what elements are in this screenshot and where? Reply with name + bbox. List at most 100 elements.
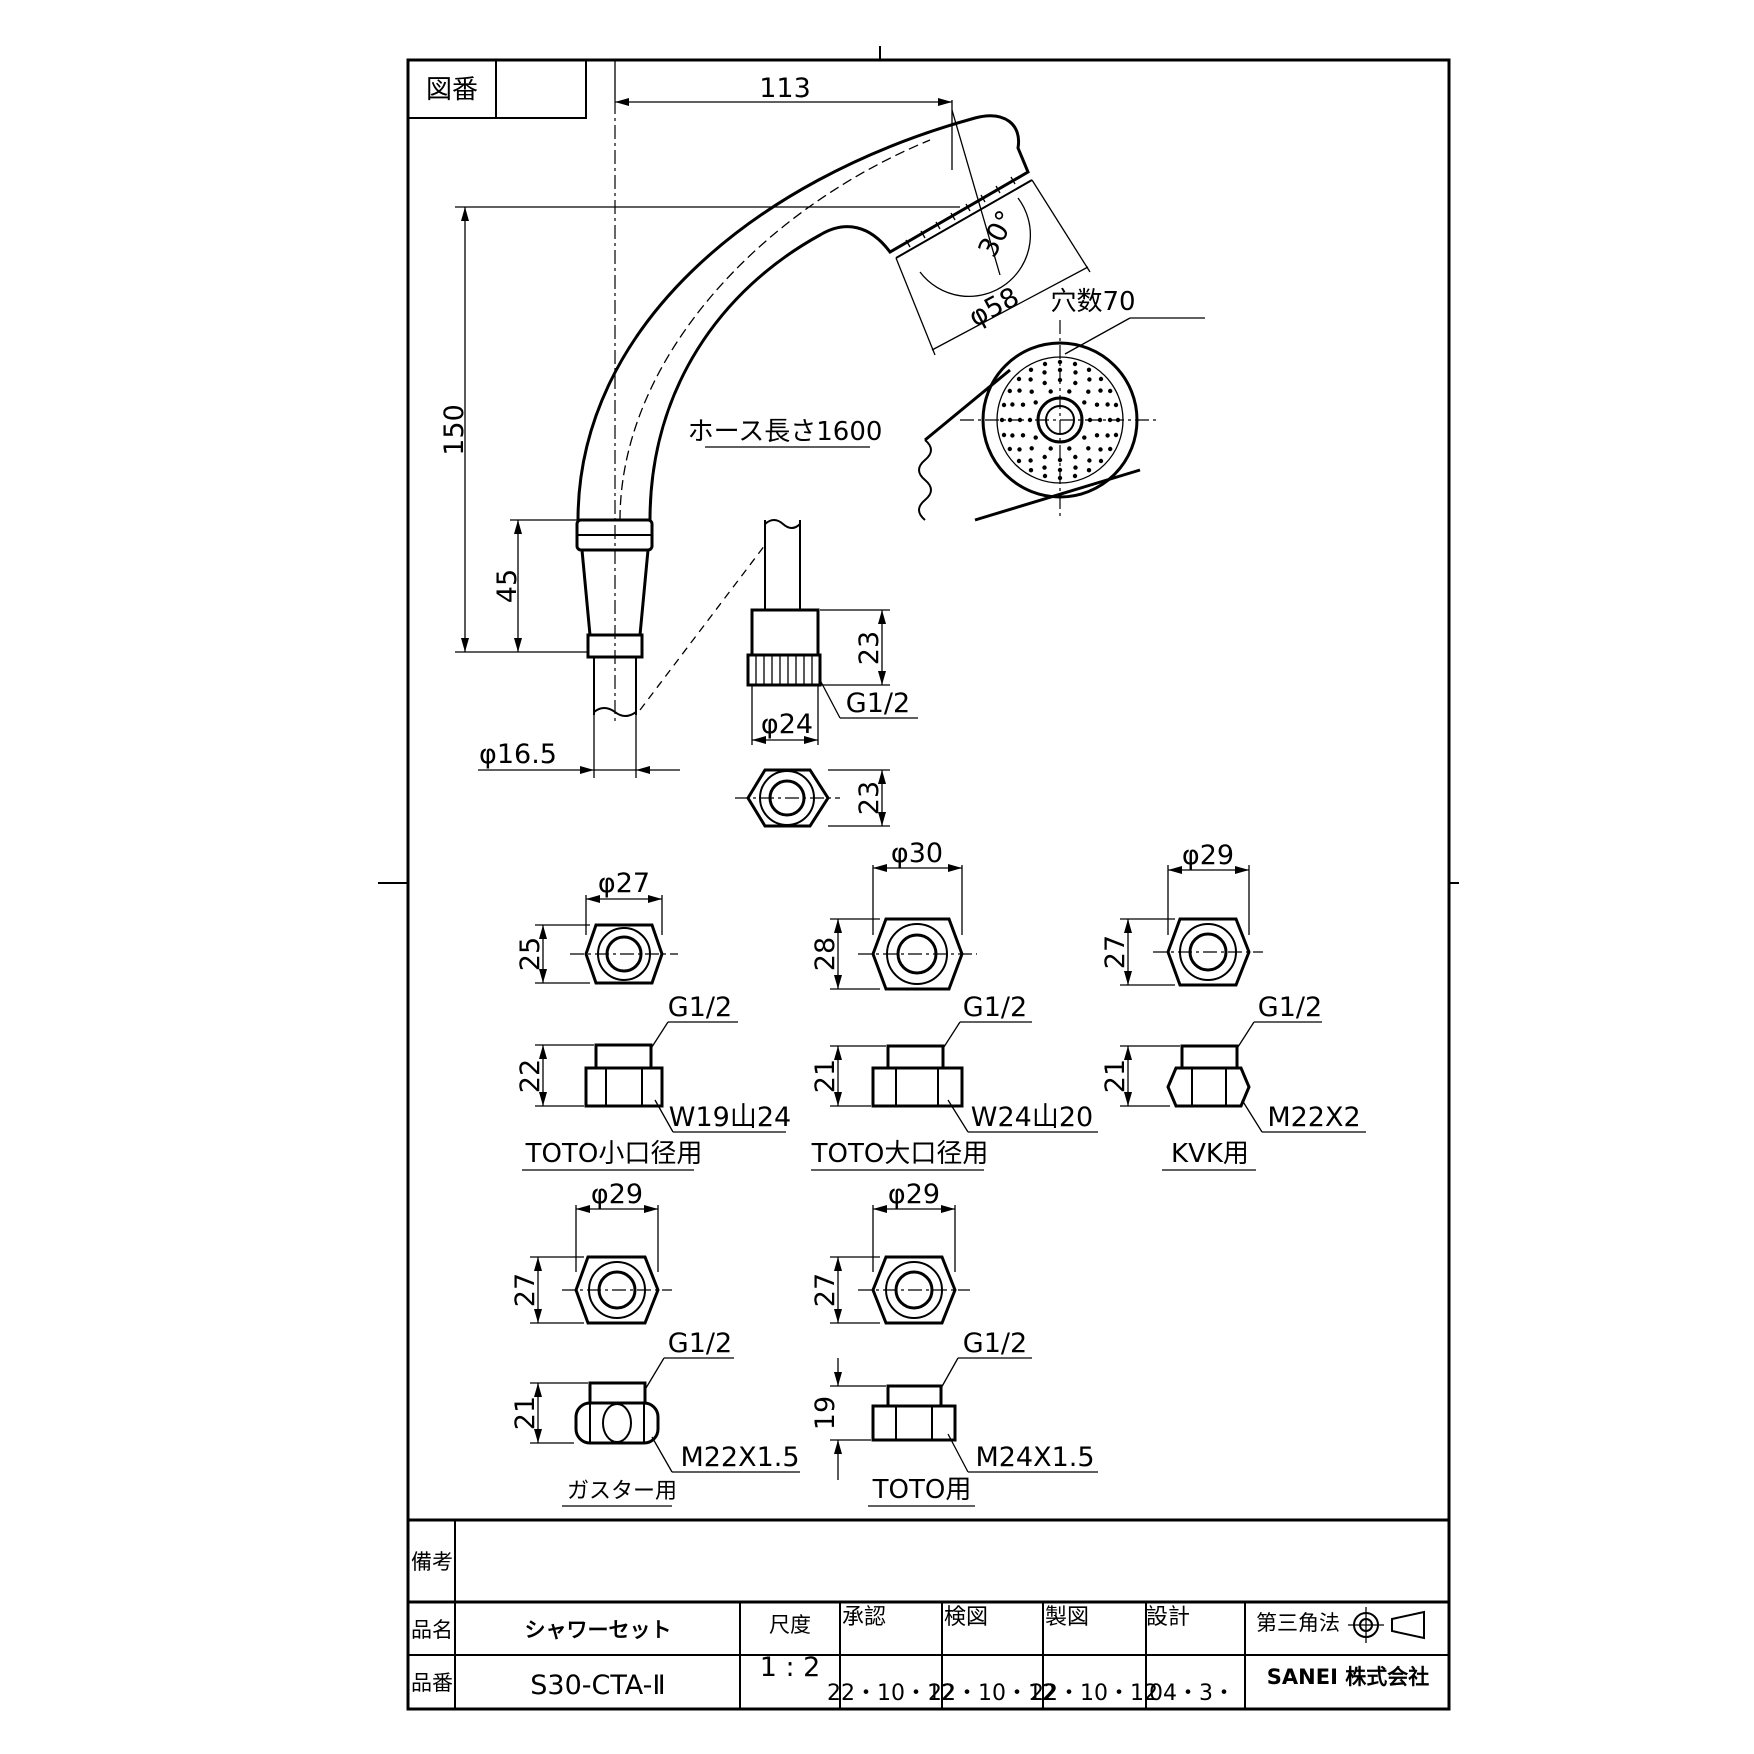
hose-end-front-view: 23 (735, 768, 890, 828)
adapter-toto-large: φ30 28 21 G1/2 W24山20 TOTO大口径用 (810, 838, 1098, 1171)
nozzle-hole (1098, 458, 1104, 464)
product-name: シャワーセット (525, 1618, 672, 1642)
adapter-body-height: 19 (810, 1396, 841, 1430)
nozzle-hole (1115, 417, 1121, 423)
checked-date: 22・10・12 (928, 1681, 1056, 1706)
svg-text:23: 23 (854, 631, 885, 665)
adapter-kvk: φ29 27 21 G1/2 M22X2 KVK用 (1100, 840, 1366, 1171)
nozzle-hole (1042, 465, 1047, 470)
adapter-outlet-thread: M22X1.5 (680, 1442, 799, 1473)
nozzle-hole (1098, 376, 1104, 382)
nozzle-hole (1048, 389, 1053, 394)
adapter-toto-small: φ27 25 22 G1/2 W19山24 TOTO小口径用 (515, 868, 791, 1171)
drawing-number-label: 図番 (426, 75, 478, 105)
dim-height-text: 150 (439, 404, 470, 456)
svg-text:G1/2: G1/2 (846, 688, 910, 719)
nozzle-hole (1072, 361, 1078, 367)
nozzle-hole (1007, 417, 1013, 423)
adapter-hex-height: 25 (515, 937, 546, 971)
hose-end-thread-label: G1/2 (819, 679, 918, 719)
adapter-body-height: 21 (510, 1396, 541, 1430)
nozzle-hole (1042, 473, 1048, 479)
dim-hose-end-height: 23 (820, 609, 890, 686)
nozzle-hole (1086, 468, 1092, 473)
nozzle-hole (1105, 433, 1110, 438)
product-number-label: 品番 (411, 1671, 453, 1695)
nozzle-hole (1042, 380, 1047, 386)
dim-hose-end-diameter: φ24 (751, 685, 819, 745)
nozzle-hole (1010, 433, 1015, 438)
company-name: SANEI 株式会社 (1267, 1665, 1429, 1689)
drawn-date: 22・10・12 (1030, 1681, 1158, 1706)
dim-hose-diameter: φ16.5 (478, 715, 680, 778)
nozzle-hole (1010, 402, 1015, 407)
adapter-hex-height: 27 (510, 1273, 541, 1307)
adapter-diameter: φ29 (591, 1179, 643, 1210)
nozzle-hole (999, 417, 1005, 423)
adapter-inlet-thread: G1/2 (963, 1328, 1027, 1359)
drawing-border (406, 58, 1451, 1711)
adapter-body-height: 22 (515, 1059, 546, 1093)
approved-label: 承認 (842, 1605, 886, 1630)
nozzle-hole (1082, 435, 1087, 440)
nozzle-hole (1028, 377, 1033, 382)
nozzle-hole (1020, 402, 1026, 407)
third-angle-projection-icon (1348, 1607, 1425, 1643)
nozzle-hole (1113, 402, 1119, 408)
title-block: 備考 品名 シャワーセット 品番 S30-CTA-Ⅱ 尺度 1 : 2 承認 2… (408, 1518, 1449, 1709)
nozzle-hole (1042, 454, 1047, 460)
nozzle-hole (1027, 417, 1033, 423)
nozzle-hole (1001, 402, 1007, 408)
nozzle-hole (1007, 388, 1012, 394)
adapter-name: ガスター用 (567, 1479, 677, 1504)
adapter-toto: φ29 27 19 G1/2 M24X1.5 TOTO用 (810, 1179, 1098, 1507)
nozzle-hole (1001, 432, 1007, 438)
nozzle-hole (1057, 457, 1063, 463)
dim-face-58: φ58 (895, 179, 1091, 356)
nozzle-hole (1108, 388, 1113, 394)
adapter-diameter: φ30 (891, 838, 943, 869)
showerhead-face-view: 穴数70 (918, 287, 1205, 522)
adapter-name: KVK用 (1171, 1139, 1249, 1169)
nozzle-hole (1017, 388, 1022, 393)
nozzle-hole (1029, 389, 1034, 394)
showerhead-side-view (575, 100, 1033, 725)
adapter-name: TOTO大口径用 (811, 1139, 989, 1169)
hose-end-side-view (746, 519, 822, 687)
adapter-hex-height: 27 (810, 1273, 841, 1307)
dim-hose-diameter-text: φ16.5 (479, 739, 557, 770)
approved-date: 22・10・12 (827, 1681, 955, 1706)
adapter-outlet-thread: M22X2 (1267, 1102, 1360, 1133)
nozzle-hole (1086, 367, 1092, 372)
adapter-name: TOTO用 (872, 1475, 972, 1505)
nozzle-hole (1057, 359, 1063, 365)
dim-face-text: φ58 (964, 282, 1025, 334)
scale-label: 尺度 (769, 1613, 811, 1637)
nozzle-hole (1028, 367, 1034, 372)
product-name-label: 品名 (411, 1618, 453, 1642)
nozzle-hole (1087, 377, 1092, 382)
nozzle-hole (1029, 446, 1034, 451)
nozzle-hole (1057, 377, 1063, 383)
nozzle-hole (1105, 402, 1110, 407)
nozzle-hole (1107, 417, 1113, 423)
nozzle-hole (1033, 400, 1038, 405)
hose-length-label: ホース長さ1600 (688, 417, 883, 448)
adapter-diameter: φ27 (598, 868, 650, 899)
adapter-hex-height: 27 (1100, 935, 1131, 969)
dim-grip-45: 45 (492, 519, 577, 652)
svg-text:23: 23 (854, 781, 885, 815)
nozzle-hole (1073, 370, 1078, 375)
dim-height-150: 150 (439, 206, 960, 653)
adapter-inlet-thread: G1/2 (668, 992, 732, 1023)
nozzle-hole (1073, 465, 1078, 470)
nozzle-hole (1016, 458, 1022, 464)
nozzle-hole (1086, 389, 1091, 394)
hole-count-label: 穴数70 (1050, 287, 1135, 317)
adapter-diameter: φ29 (1182, 840, 1234, 871)
svg-text:ホース長さ1600: ホース長さ1600 (688, 417, 883, 447)
nozzle-hole (1067, 446, 1072, 451)
adapter-gastar: φ29 27 21 G1/2 M22X1.5 ガスター用 (510, 1179, 800, 1507)
nozzle-hole (1098, 447, 1103, 452)
